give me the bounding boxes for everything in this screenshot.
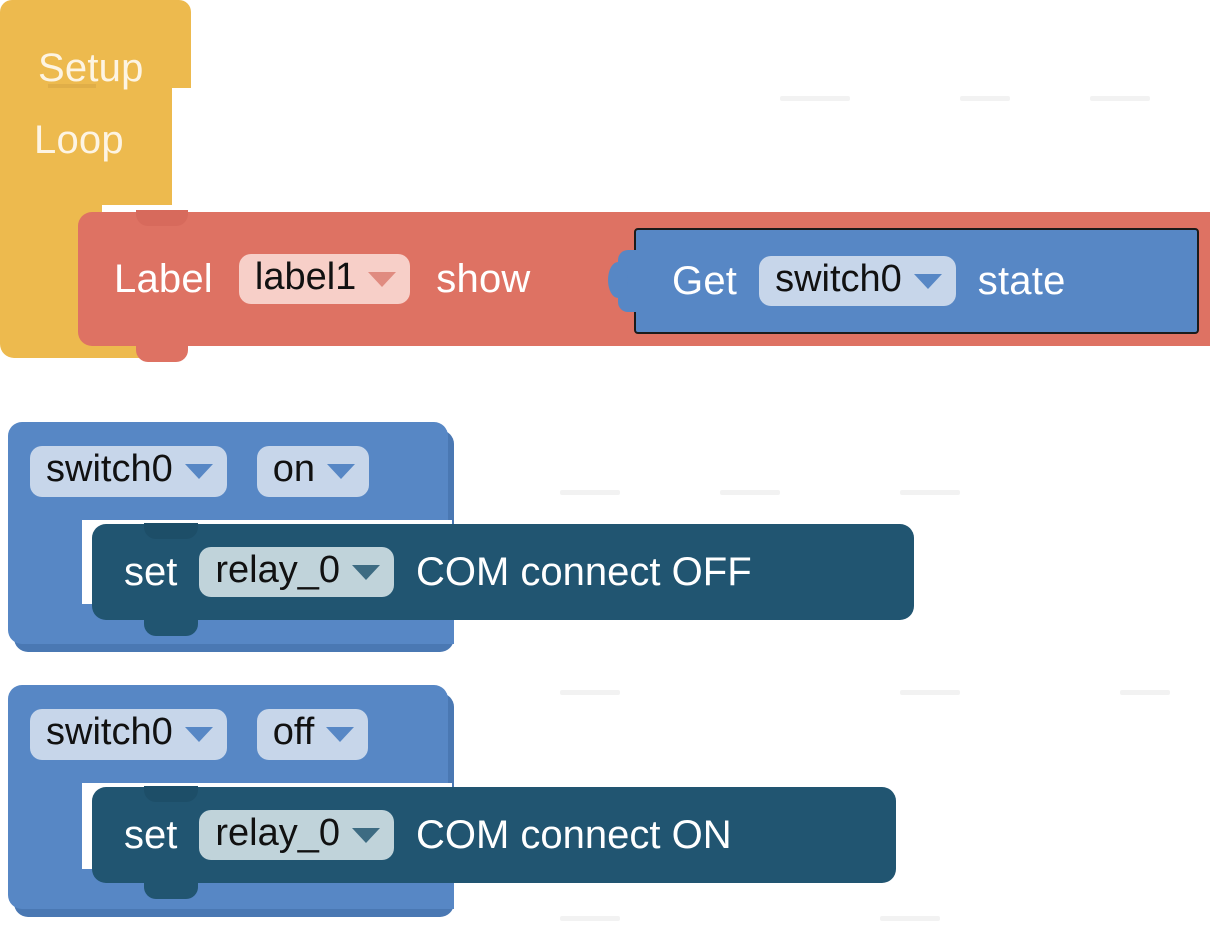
background-speck [1090,96,1150,101]
event-state-value: on [272,448,315,490]
background-speck [720,490,780,495]
teal-block-bottom-notch [144,881,198,899]
switch-on-event-stack[interactable]: switch0 on set relay_0 COM connect OFF [8,422,914,652]
relay-dropdown-value: relay_0 [215,811,340,854]
label-name-dropdown-value: label1 [254,255,357,298]
setup-label: Setup [38,46,144,90]
switch-off-event-stack[interactable]: switch0 off set relay_0 COM connect ON [8,685,908,917]
get-block-prefix: Get [672,259,738,303]
setup-hat-block[interactable] [0,0,191,88]
chevron-down-icon [368,271,397,287]
switch-on-event-row: switch0 on [30,446,369,497]
get-block-suffix: state [977,259,1066,303]
event-state-dropdown[interactable]: off [256,709,369,760]
event-state-dropdown[interactable]: on [256,446,369,497]
teal-block-bottom-notch [144,618,198,636]
teal-block-top-notch [144,786,198,802]
event-device-value: switch0 [46,711,173,753]
chevron-down-icon [352,827,380,843]
switch-off-event-row: switch0 off [30,709,369,760]
get-block-device-value: switch0 [775,257,902,300]
chevron-down-icon [184,727,213,743]
set-relay-prefix: set [124,549,178,594]
get-block-device-dropdown[interactable]: switch0 [759,255,956,307]
chevron-down-icon [326,727,355,743]
label-block-prefix: Label [114,257,213,301]
background-speck [1120,690,1170,695]
set-relay-off-block[interactable]: set relay_0 COM connect OFF [92,523,914,636]
background-speck [780,96,850,101]
label-block-top-notch [136,210,188,226]
label-name-dropdown[interactable]: label1 [238,253,411,305]
chevron-down-icon [327,464,355,480]
relay-dropdown[interactable]: relay_0 [199,546,394,598]
chevron-down-icon [184,464,213,480]
event-device-dropdown[interactable]: switch0 [30,446,227,497]
loop-label: Loop [34,118,124,162]
chevron-down-icon [352,564,380,580]
background-speck [560,690,620,695]
background-speck [900,490,960,495]
background-speck [960,96,1010,101]
label-block-bottom-notch [136,344,188,362]
relay-dropdown[interactable]: relay_0 [199,809,394,861]
setup-loop-stack[interactable]: Setup Loop Label label1 show Get switch0… [0,0,1210,362]
event-device-dropdown[interactable]: switch0 [30,709,227,760]
teal-block-top-notch [144,523,198,539]
label-block-suffix: show [436,257,531,301]
chevron-down-icon [913,273,942,289]
background-speck [560,916,620,921]
event-device-value: switch0 [46,448,173,490]
get-switch-state-block[interactable]: Get switch0 state [608,228,1199,334]
set-relay-prefix: set [124,812,178,857]
set-relay-suffix: COM connect OFF [416,549,752,594]
set-relay-suffix: COM connect ON [416,812,732,857]
background-speck [900,690,960,695]
value-socket-notch [608,250,638,312]
set-relay-on-block[interactable]: set relay_0 COM connect ON [92,786,896,899]
relay-dropdown-value: relay_0 [215,548,340,591]
background-speck [560,490,620,495]
event-state-value: off [272,711,315,753]
background-speck [880,916,940,921]
